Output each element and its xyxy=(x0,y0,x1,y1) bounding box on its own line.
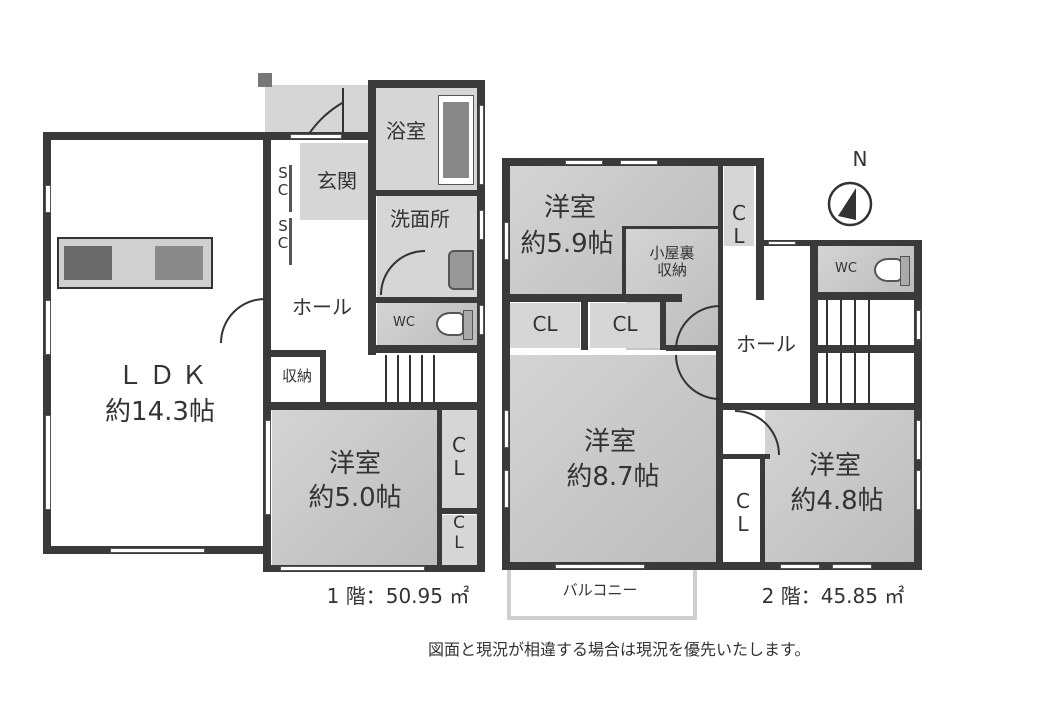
window xyxy=(45,415,51,510)
attic-storage-label: 小屋裏 収納 xyxy=(649,244,695,280)
western-main-name: 洋室 xyxy=(583,427,636,457)
wc-1f-label: WC xyxy=(393,315,415,330)
western-se-name: 洋室 xyxy=(808,451,861,481)
window xyxy=(290,134,342,139)
window xyxy=(479,210,484,240)
western-1f-name: 洋室 xyxy=(328,449,381,479)
window xyxy=(620,160,658,165)
washbasin-icon xyxy=(448,250,474,290)
window xyxy=(768,241,796,245)
room-western-1f xyxy=(272,410,437,565)
room-ldk xyxy=(50,138,265,548)
closet-2f-b xyxy=(590,303,660,348)
staircase-1f xyxy=(375,355,477,405)
genkan-label: 玄関 xyxy=(317,169,357,193)
porch-post xyxy=(258,73,272,87)
toilet-icon xyxy=(874,258,902,282)
sc1-label: S C xyxy=(277,164,289,200)
window xyxy=(780,564,820,569)
cl1-1f-label: C L xyxy=(452,433,466,480)
window xyxy=(110,548,205,553)
bath-label: 浴室 xyxy=(386,119,426,143)
balcony-label: バルコニー xyxy=(562,581,638,599)
window xyxy=(916,420,921,460)
western-nw-name: 洋室 xyxy=(543,193,596,223)
window xyxy=(555,564,645,569)
washroom-label: 洗面所 xyxy=(390,207,450,231)
ldk-name: ＬＤＫ xyxy=(116,361,213,391)
bathtub-icon xyxy=(438,95,474,185)
western-main-size: 約8.7帖 xyxy=(566,462,660,492)
window xyxy=(504,410,509,448)
stove-icon xyxy=(64,246,112,280)
window xyxy=(565,160,603,165)
balcony xyxy=(507,570,697,620)
hall-2f-label: ホール xyxy=(736,332,796,356)
window xyxy=(832,564,872,569)
toilet-tank-icon xyxy=(900,256,910,286)
cl-a-2f-label: CL xyxy=(532,312,558,336)
shoe-closet-1 xyxy=(272,165,292,212)
cl-se-2f-label: C L xyxy=(736,489,750,536)
storage-1f-label: 収納 xyxy=(281,367,312,385)
shoe-closet-2 xyxy=(272,218,292,265)
window xyxy=(504,222,509,260)
closet-2f-a xyxy=(510,303,580,348)
wc-2f-label: WC xyxy=(835,261,857,276)
cl-b-2f-label: CL xyxy=(612,312,638,336)
room-hall-2f xyxy=(722,246,812,406)
entry-door-leaf xyxy=(342,88,344,138)
closet-2f-se xyxy=(726,458,762,562)
floor-1-area: 1 階：50.95 ㎡ xyxy=(326,584,470,608)
window xyxy=(479,305,484,335)
window xyxy=(916,470,921,510)
disclaimer-note: 図面と現況が相違する場合は現況を優先いたします。 xyxy=(428,640,811,659)
window xyxy=(916,310,921,340)
room-genkan xyxy=(300,143,372,220)
toilet-tank-icon xyxy=(463,310,473,340)
closet-1f-a xyxy=(442,410,477,510)
window xyxy=(45,185,51,213)
cl2-1f-label: C L xyxy=(453,513,465,553)
room-western-se xyxy=(765,410,915,562)
window xyxy=(504,470,509,508)
hall-1f-label: ホール xyxy=(292,295,352,319)
window xyxy=(45,300,51,355)
kitchen-counter xyxy=(57,237,213,289)
floor-2-area: 2 階：45.85 ㎡ xyxy=(761,584,905,608)
window xyxy=(479,105,484,185)
sc2-label: S C xyxy=(277,217,289,253)
window xyxy=(280,566,425,571)
ldk-size: 約14.3帖 xyxy=(105,397,215,427)
room-western-main xyxy=(510,355,718,563)
sink-icon xyxy=(155,246,203,280)
window xyxy=(265,420,271,515)
western-nw-size: 約5.9帖 xyxy=(520,229,614,259)
room-storage-1f xyxy=(272,357,322,400)
western-se-size: 約4.8帖 xyxy=(790,486,884,516)
closet-1f-b xyxy=(442,515,477,565)
cl-top-2f-label: C L xyxy=(732,201,746,248)
toilet-icon xyxy=(436,312,464,336)
western-1f-size: 約5.0帖 xyxy=(308,483,402,513)
north-label: N xyxy=(852,147,868,171)
north-arrow-icon xyxy=(827,181,873,227)
